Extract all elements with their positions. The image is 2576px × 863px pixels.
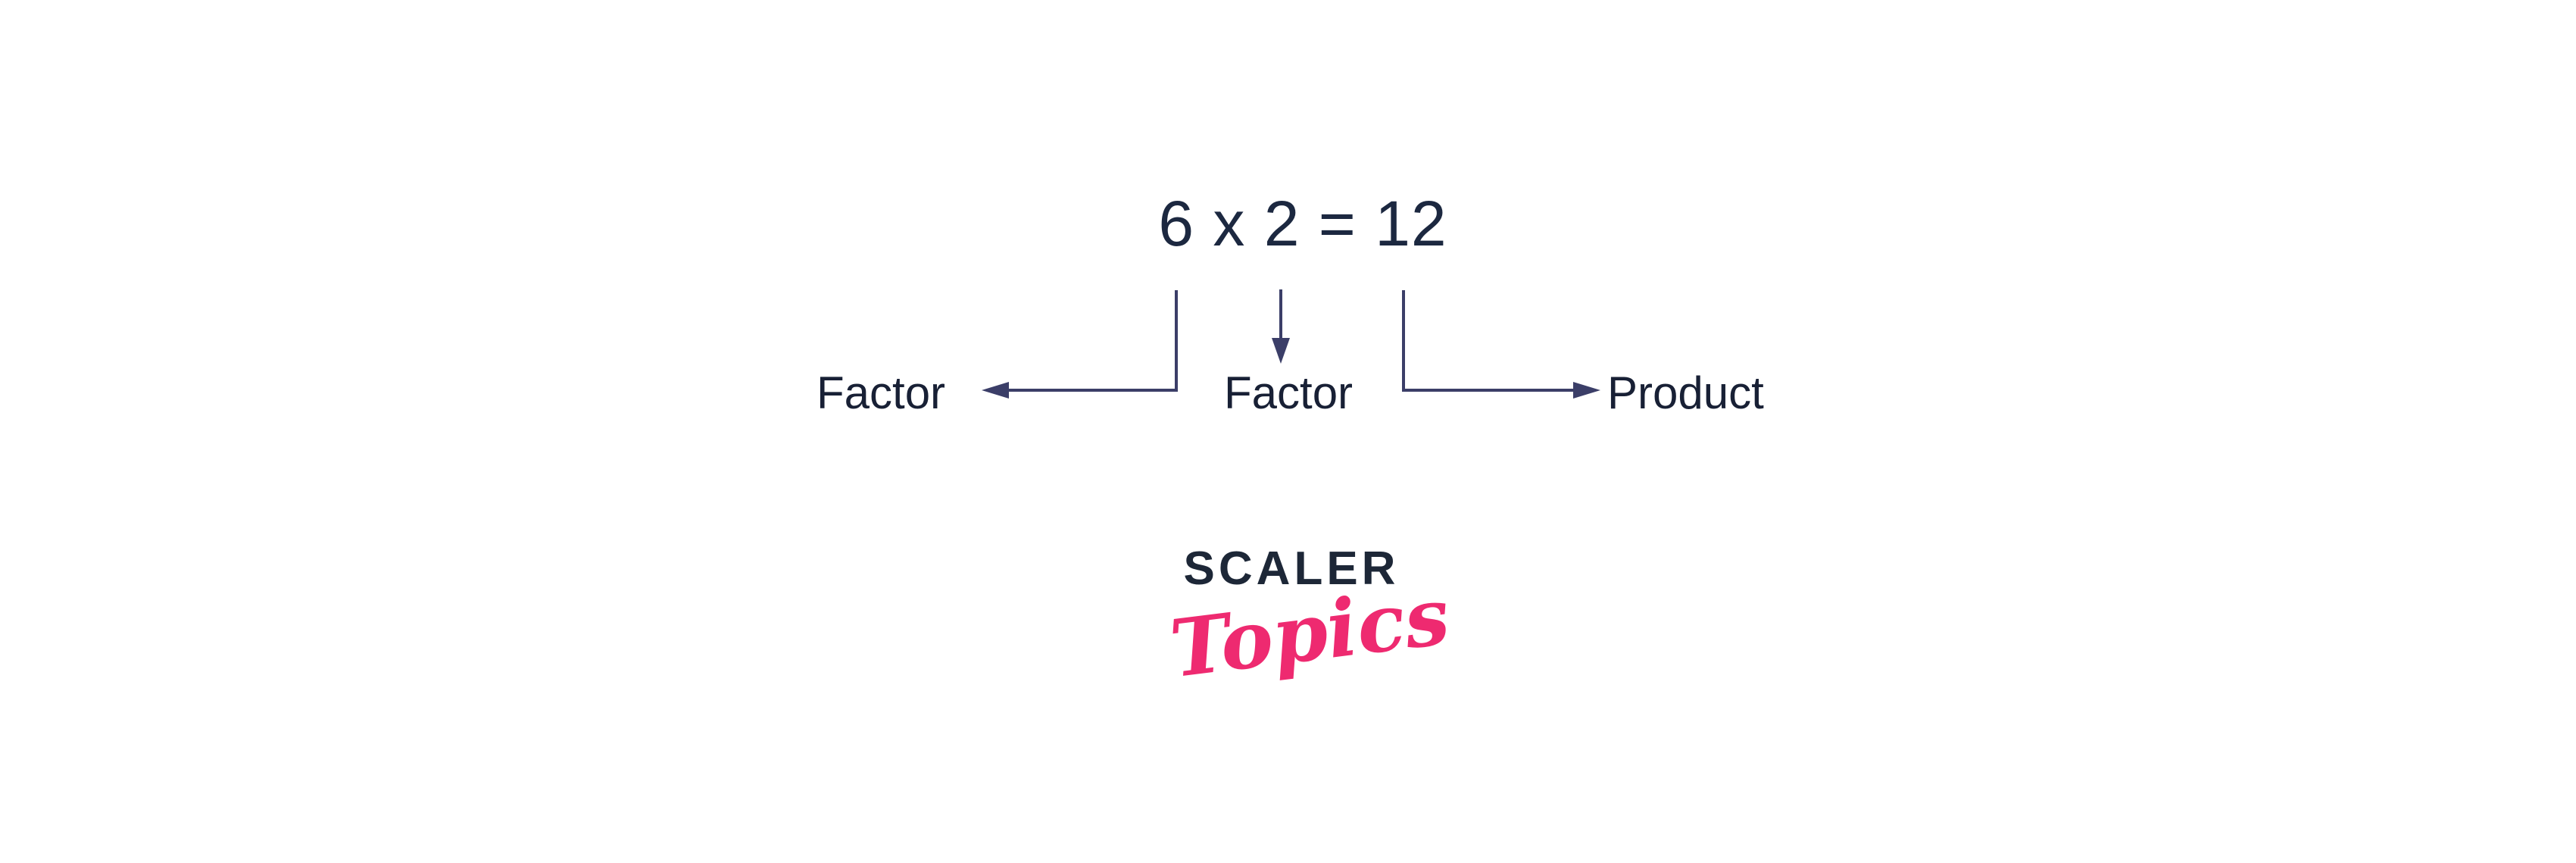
scaler-topics-logo: SCALER Topics bbox=[1166, 543, 1454, 696]
right-elbow-arrow bbox=[1402, 290, 1600, 399]
multiplication-equation: 6 x 2 = 12 bbox=[1158, 188, 1447, 259]
logo-scaler-wordmark: SCALER bbox=[1183, 543, 1400, 595]
product-label: Product bbox=[1607, 367, 1764, 418]
factor-middle-label: Factor bbox=[1224, 367, 1354, 418]
left-elbow-arrow bbox=[982, 290, 1178, 399]
factor-left-label: Factor bbox=[817, 367, 946, 418]
down-arrow bbox=[1272, 289, 1290, 364]
